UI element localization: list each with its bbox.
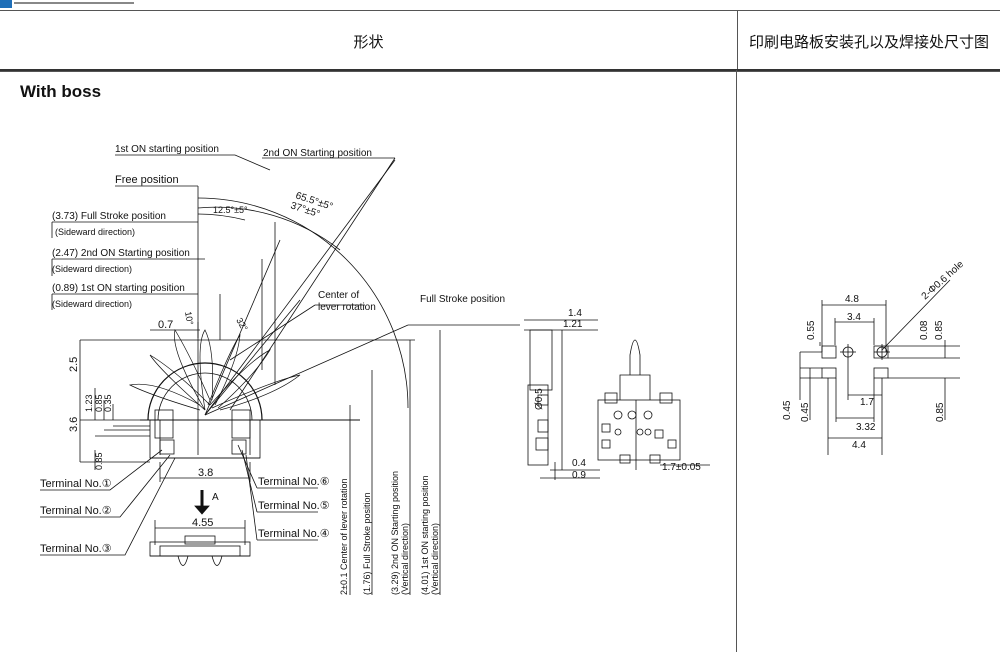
vert-center-rot: 2±0.1 Center of lever rotation bbox=[339, 478, 349, 595]
pcb-dim-0-08: 0.08 bbox=[919, 320, 930, 340]
label-2nd-on: 2nd ON Starting position bbox=[263, 148, 372, 159]
terminal-1: Terminal No.① bbox=[40, 478, 112, 490]
vert-1st-dir: (Vertical direction) bbox=[430, 523, 440, 595]
column-divider bbox=[736, 70, 737, 652]
dim-1-23: 1.23 bbox=[84, 394, 94, 412]
label-free: Free position bbox=[115, 174, 179, 186]
spec-table: 形状 印刷电路板安装孔以及焊接处尺寸图 bbox=[0, 10, 1000, 72]
dim-2-5: 2.5 bbox=[68, 357, 80, 372]
vert-full-stroke: (1.76) Full Stroke position bbox=[362, 492, 372, 595]
side-dim-1-21: 1.21 bbox=[563, 319, 583, 330]
label-center-of: Center of bbox=[318, 290, 359, 301]
side-dim-1-4: 1.4 bbox=[568, 308, 582, 319]
pcb-hole-label: 2-Φ0.6 hole bbox=[920, 259, 967, 303]
terminal-3: Terminal No.③ bbox=[40, 543, 112, 555]
vert-2nd-on: (3.29) 2nd ON Starting position bbox=[390, 471, 400, 595]
side-dim-0-9: 0.9 bbox=[572, 470, 586, 481]
header-shape: 形状 bbox=[0, 10, 738, 72]
label-full-stroke-side: (3.73) Full Stroke position bbox=[52, 211, 166, 222]
label-sideward-3: (Sideward direction) bbox=[52, 299, 132, 309]
dim-0-85-a: 0.85 bbox=[94, 394, 104, 412]
header-divider bbox=[0, 69, 1000, 71]
dim-3-8: 3.8 bbox=[198, 467, 213, 479]
pcb-dim-0-85-b: 0.85 bbox=[935, 402, 946, 422]
header-row: 形状 印刷电路板安装孔以及焊接处尺寸图 bbox=[0, 10, 1000, 72]
pcb-dim-0-85-a: 0.85 bbox=[934, 320, 945, 340]
pcb-dim-1-7: 1.7 bbox=[860, 397, 874, 408]
pcb-dim-0-55: 0.55 bbox=[806, 320, 817, 340]
dim-3-6: 3.6 bbox=[68, 417, 80, 432]
label-2nd-on-side: (2.47) 2nd ON Starting position bbox=[52, 248, 190, 259]
arc-37 bbox=[197, 206, 341, 251]
pcb-dim-3-32: 3.32 bbox=[856, 422, 876, 433]
label-sideward-1: (Sideward direction) bbox=[55, 227, 135, 237]
label-sideward-2: (Sideward direction) bbox=[52, 264, 132, 274]
pcb-dim-0-45-b: 0.45 bbox=[800, 402, 811, 422]
dim-0-7: 0.7 bbox=[158, 319, 173, 331]
label-1st-on: 1st ON starting position bbox=[115, 144, 219, 155]
top-bar bbox=[0, 0, 1000, 8]
section-title: With boss bbox=[20, 82, 102, 101]
side-dim-0-4: 0.4 bbox=[572, 458, 586, 469]
dim-0-35: 0.35 bbox=[103, 394, 113, 412]
dim-0-85-b: 0.85 bbox=[94, 452, 104, 470]
vert-1st-on: (4.01) 1st ON starting position bbox=[420, 475, 430, 595]
arc-12 bbox=[197, 213, 246, 221]
header-pcb: 印刷电路板安装孔以及焊接处尺寸图 bbox=[737, 10, 1000, 72]
pcb-dim-4-8: 4.8 bbox=[845, 294, 859, 305]
label-angle-12: 12.5°±5° bbox=[213, 205, 248, 215]
label-full-stroke: Full Stroke position bbox=[420, 294, 505, 305]
side-dim-1-7: 1.7±0.05 bbox=[662, 462, 701, 473]
pcb-dim-0-45-a: 0.45 bbox=[782, 400, 793, 420]
leader-1st-on bbox=[115, 154, 271, 171]
vert-2nd-dir: (Vertical direction) bbox=[400, 523, 410, 595]
pcb-dim-4-4: 4.4 bbox=[852, 440, 866, 451]
label-lever-rotation: lever rotation bbox=[318, 302, 376, 313]
top-rule bbox=[14, 2, 134, 4]
arrow-a-label: A bbox=[212, 492, 219, 503]
arc-65 bbox=[197, 197, 409, 409]
terminal-2: Terminal No.② bbox=[40, 505, 112, 517]
label-1st-on-side: (0.89) 1st ON starting position bbox=[52, 283, 185, 294]
dim-4-55: 4.55 bbox=[192, 517, 213, 529]
terminal-4: Terminal No.④ bbox=[258, 528, 330, 540]
pcb-dim-3-4: 3.4 bbox=[847, 312, 861, 323]
terminal-6: Terminal No.⑥ bbox=[258, 476, 330, 488]
label-angle-10: 10° bbox=[183, 311, 195, 327]
label-angle-32: 32° bbox=[234, 316, 250, 333]
section-marker bbox=[0, 0, 12, 8]
terminal-5: Terminal No.⑤ bbox=[258, 500, 330, 512]
side-dim-dia-0-5: Ø0.5 bbox=[534, 388, 545, 410]
